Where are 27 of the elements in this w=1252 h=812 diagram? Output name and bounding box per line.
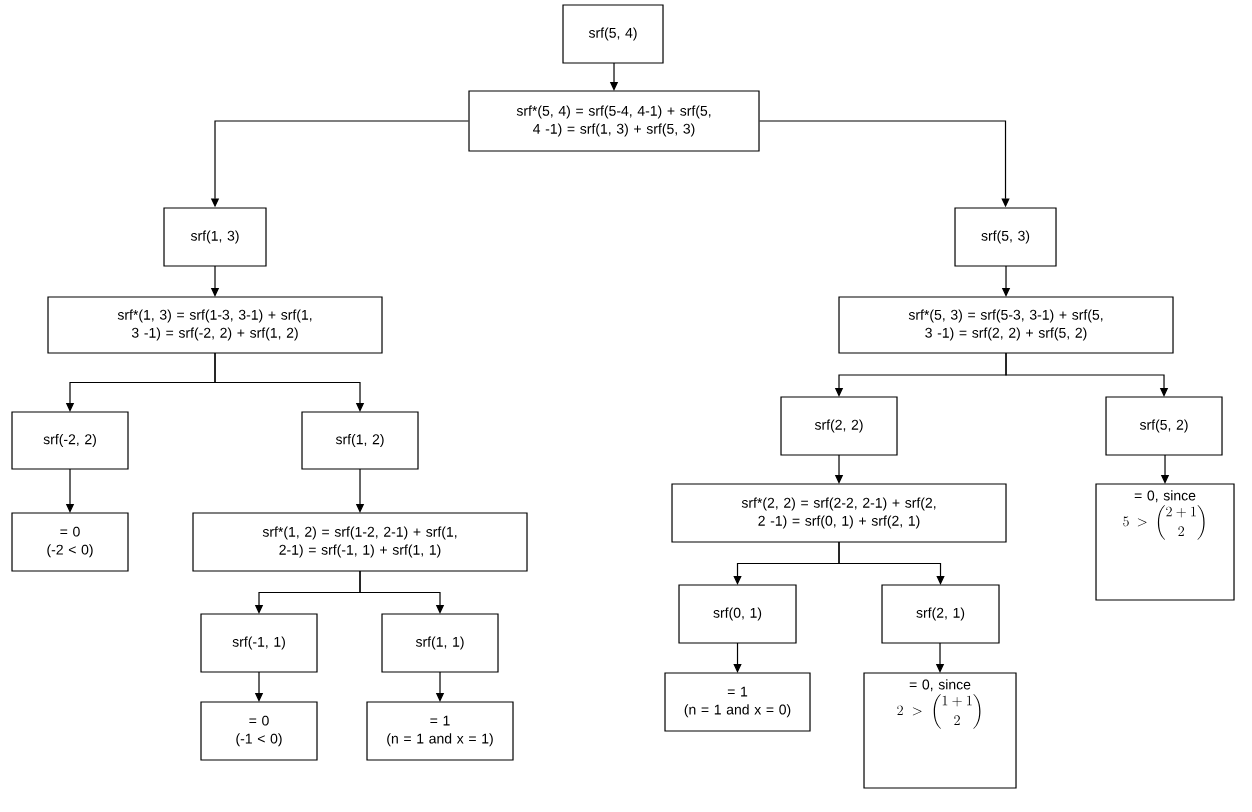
process-box: srf(-2, 2): [11, 411, 129, 470]
arrow: [733, 642, 742, 673]
process-box: srf(1, 2): [301, 411, 419, 470]
process-box: srf*(1, 3) = srf(1-3, 3-1) + srf(1, 3 -1) = srf(-2, 2) + srf(1, 2): [47, 296, 383, 354]
process-box: srf(2, 1): [881, 584, 1000, 644]
formula-box: = 0, since $5 > \binom{2+1}{2}$: [1095, 483, 1235, 601]
formula-box: = 0, since $2 > \binom{1+1}{2}$: [863, 672, 1017, 789]
process-box: = 1 (n = 1 and x = 1): [366, 701, 514, 761]
process-box: srf*(5, 4) = srf(5-4, 4-1) + srf(5, 4 -1) = srf(1, 3) + srf(5, 3): [468, 90, 760, 152]
process-box: srf*(1, 2) = srf(1-2, 2-1) + srf(1, 2-1) = srf(-1, 1) + srf(1, 1): [192, 512, 528, 572]
process-box: srf*(5, 3) = srf(5-3, 3-1) + srf(5, 3 -1) = srf(2, 2) + srf(5, 2): [838, 296, 1174, 354]
process-box: srf(2, 2): [780, 396, 898, 456]
process-box: srf(1, 1): [381, 613, 499, 673]
arrow: [838, 541, 945, 585]
process-box: srf(5, 4): [562, 4, 664, 64]
process-box: = 1 (n = 1 and x = 0): [664, 672, 811, 732]
process-box: = 0 (-2 < 0): [11, 512, 129, 572]
arrow: [214, 352, 365, 412]
arrow: [359, 570, 445, 614]
process-box: srf(1, 3): [163, 207, 267, 267]
process-box: srf(0, 1): [678, 584, 797, 644]
process-box: srf(5, 2): [1105, 396, 1223, 456]
process-box: srf*(2, 2) = srf(2-2, 2-1) + srf(2, 2 -1) = srf(0, 1) + srf(2, 1): [671, 483, 1007, 543]
arrow: [1005, 352, 1169, 397]
process-box: = 0 (-1 < 0): [200, 701, 318, 761]
process-box: srf(5, 3): [954, 207, 1057, 267]
process-box: srf(-1, 1): [200, 613, 318, 673]
